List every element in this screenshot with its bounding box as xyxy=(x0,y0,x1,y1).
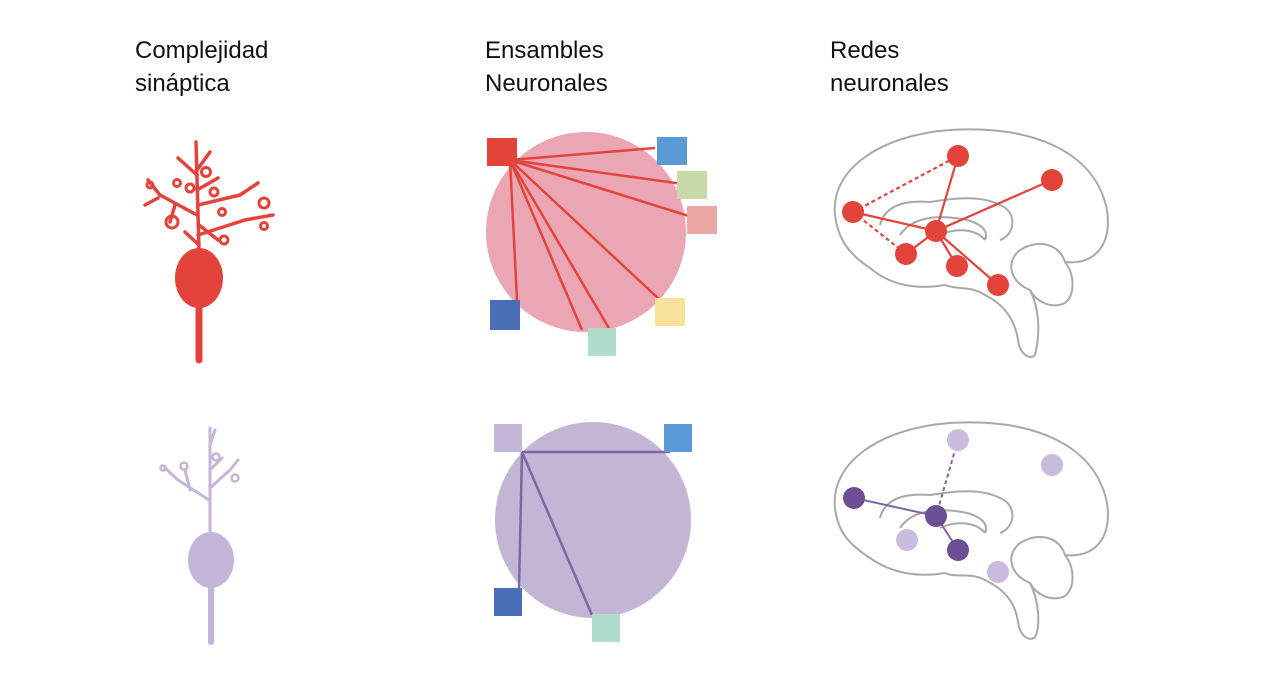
dendrite-branches xyxy=(143,150,275,247)
dendritic-spines xyxy=(159,452,240,483)
neuron-square xyxy=(664,424,692,452)
network-node-active xyxy=(947,539,969,561)
neuron-square xyxy=(494,588,522,616)
spine xyxy=(217,207,227,217)
spine xyxy=(145,180,155,190)
network-node-inactive xyxy=(1041,454,1063,476)
neuron-square xyxy=(687,206,717,234)
network-nodes xyxy=(843,429,1063,583)
network-node-active xyxy=(843,487,865,509)
header-line: neuronales xyxy=(830,70,949,97)
neuron-square xyxy=(588,328,616,356)
brain-outline xyxy=(833,128,1109,358)
network-node xyxy=(925,220,947,242)
dendrite-trunk xyxy=(194,140,201,252)
header-line: sináptica xyxy=(135,70,230,97)
brain-outline xyxy=(833,421,1109,640)
column-header-ensambles: Ensambles Neuronales xyxy=(485,34,608,100)
ensemble-circle xyxy=(495,422,691,618)
spine xyxy=(184,182,196,194)
column-header-complejidad: Complejidad sináptica xyxy=(135,34,268,100)
dendritic-spines xyxy=(145,166,271,246)
network-node xyxy=(947,145,969,167)
neuron-sparse xyxy=(159,426,240,645)
ensemble-sparse xyxy=(494,422,692,642)
soma xyxy=(175,248,223,308)
network-node xyxy=(946,255,968,277)
spine xyxy=(257,196,271,210)
neuron-square xyxy=(487,138,517,166)
spine xyxy=(200,166,212,178)
soma xyxy=(188,532,234,588)
spine xyxy=(159,464,167,472)
neuron-square xyxy=(655,298,685,326)
ensemble-connections xyxy=(508,146,693,331)
header-line: Ensambles xyxy=(485,37,604,64)
spine xyxy=(164,214,180,230)
column-header-redes: Redes neuronales xyxy=(830,34,949,100)
network-node-inactive xyxy=(947,429,969,451)
neuron-square xyxy=(494,424,522,452)
network-node-inactive xyxy=(896,529,918,551)
neuron-square xyxy=(490,300,520,330)
spine xyxy=(172,178,182,188)
neuron-square xyxy=(592,614,620,642)
spine xyxy=(230,473,240,483)
neuron-square xyxy=(657,137,687,165)
ensemble-rich xyxy=(486,132,717,356)
network-node xyxy=(842,201,864,223)
spine xyxy=(179,461,189,471)
network-nodes xyxy=(842,145,1063,296)
neuron-rich xyxy=(143,140,275,364)
spine xyxy=(218,234,230,246)
dendrite-branches xyxy=(163,428,240,502)
network-node-active xyxy=(925,505,947,527)
network-node-inactive xyxy=(987,561,1009,583)
spine xyxy=(259,221,269,231)
header-line: Redes xyxy=(830,37,900,64)
neuron-square xyxy=(677,171,707,199)
network-node xyxy=(1041,169,1063,191)
network-node xyxy=(895,243,917,265)
spine xyxy=(208,186,220,198)
spine xyxy=(211,452,221,462)
header-line: Complejidad xyxy=(135,37,269,64)
ensemble-connections xyxy=(517,450,670,616)
brain-network-sparse xyxy=(833,421,1109,640)
header-line: Neuronales xyxy=(485,70,608,97)
network-node xyxy=(987,274,1009,296)
brain-network-rich xyxy=(833,128,1109,358)
